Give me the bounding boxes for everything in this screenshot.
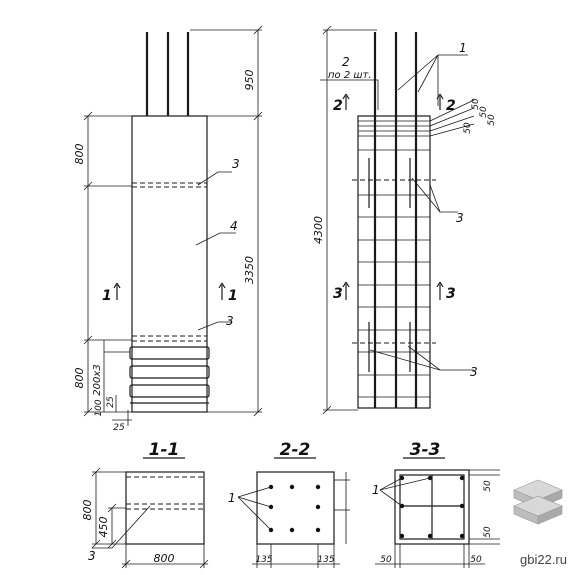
callout-low: 3 bbox=[470, 365, 478, 379]
small-dim-4: 50 bbox=[487, 114, 497, 126]
s1-callout-3: 3 bbox=[88, 549, 96, 563]
small-dim-1: 50 bbox=[471, 98, 481, 110]
dim-total: 4300 bbox=[312, 216, 325, 244]
cut-2-right: 2 bbox=[446, 98, 456, 114]
dim-25b: 25 bbox=[113, 423, 125, 433]
dim-bottom: 800 bbox=[73, 368, 86, 389]
s3-dim-right: 50 bbox=[470, 555, 482, 565]
section-title-2: 2-2 bbox=[280, 440, 311, 460]
stack-logo-icon bbox=[513, 479, 563, 525]
dim-middle: 3350 bbox=[243, 256, 256, 284]
s3-dim-top: 50 bbox=[483, 480, 493, 492]
s1-width: 800 bbox=[154, 552, 175, 565]
callout-bars: 1 bbox=[459, 41, 467, 55]
s2-dim-b: 135 bbox=[317, 555, 334, 565]
dim-25a: 25 bbox=[106, 396, 116, 408]
cut-3-right: 3 bbox=[446, 286, 456, 302]
callout-top-note-sub: по 2 шт. bbox=[328, 70, 372, 81]
cut-2-left: 2 bbox=[333, 98, 343, 114]
callout-mid: 3 bbox=[456, 211, 464, 225]
cut-3-left: 3 bbox=[333, 286, 343, 302]
column-elevation bbox=[83, 25, 263, 426]
s1-inner: 450 bbox=[97, 517, 110, 538]
cut-mark-right: 1 bbox=[228, 288, 238, 304]
small-dim-3: 50 bbox=[463, 122, 473, 134]
s3-dim-left: 50 bbox=[380, 555, 392, 565]
callout-body: 4 bbox=[230, 219, 238, 233]
section-3-3 bbox=[375, 457, 500, 568]
callout-ring-bottom: 3 bbox=[226, 314, 234, 328]
dim-top: 950 bbox=[243, 70, 256, 91]
callout-ring-top: 3 bbox=[232, 157, 240, 171]
s1-height: 800 bbox=[81, 500, 94, 521]
reinforcement-cage bbox=[320, 25, 475, 415]
dim-100: 100 bbox=[94, 399, 104, 416]
cut-mark-left: 1 bbox=[102, 288, 112, 304]
dim-cap: 800 bbox=[73, 144, 86, 165]
s2-dim-a: 135 bbox=[255, 555, 272, 565]
section-title-3: 3-3 bbox=[410, 440, 441, 460]
s2-callout: 1 bbox=[228, 491, 236, 505]
s3-callout: 1 bbox=[372, 483, 380, 497]
section-1-1 bbox=[91, 457, 209, 569]
section-title-1: 1-1 bbox=[149, 440, 180, 460]
dim-pitch: 200x3 bbox=[92, 364, 103, 395]
section-2-2 bbox=[237, 457, 350, 568]
callout-top-note: 2 bbox=[342, 55, 350, 69]
watermark: gbi22.ru bbox=[520, 552, 567, 567]
s3-dim-bottom: 50 bbox=[483, 526, 493, 538]
small-dim-2: 50 bbox=[479, 106, 489, 118]
